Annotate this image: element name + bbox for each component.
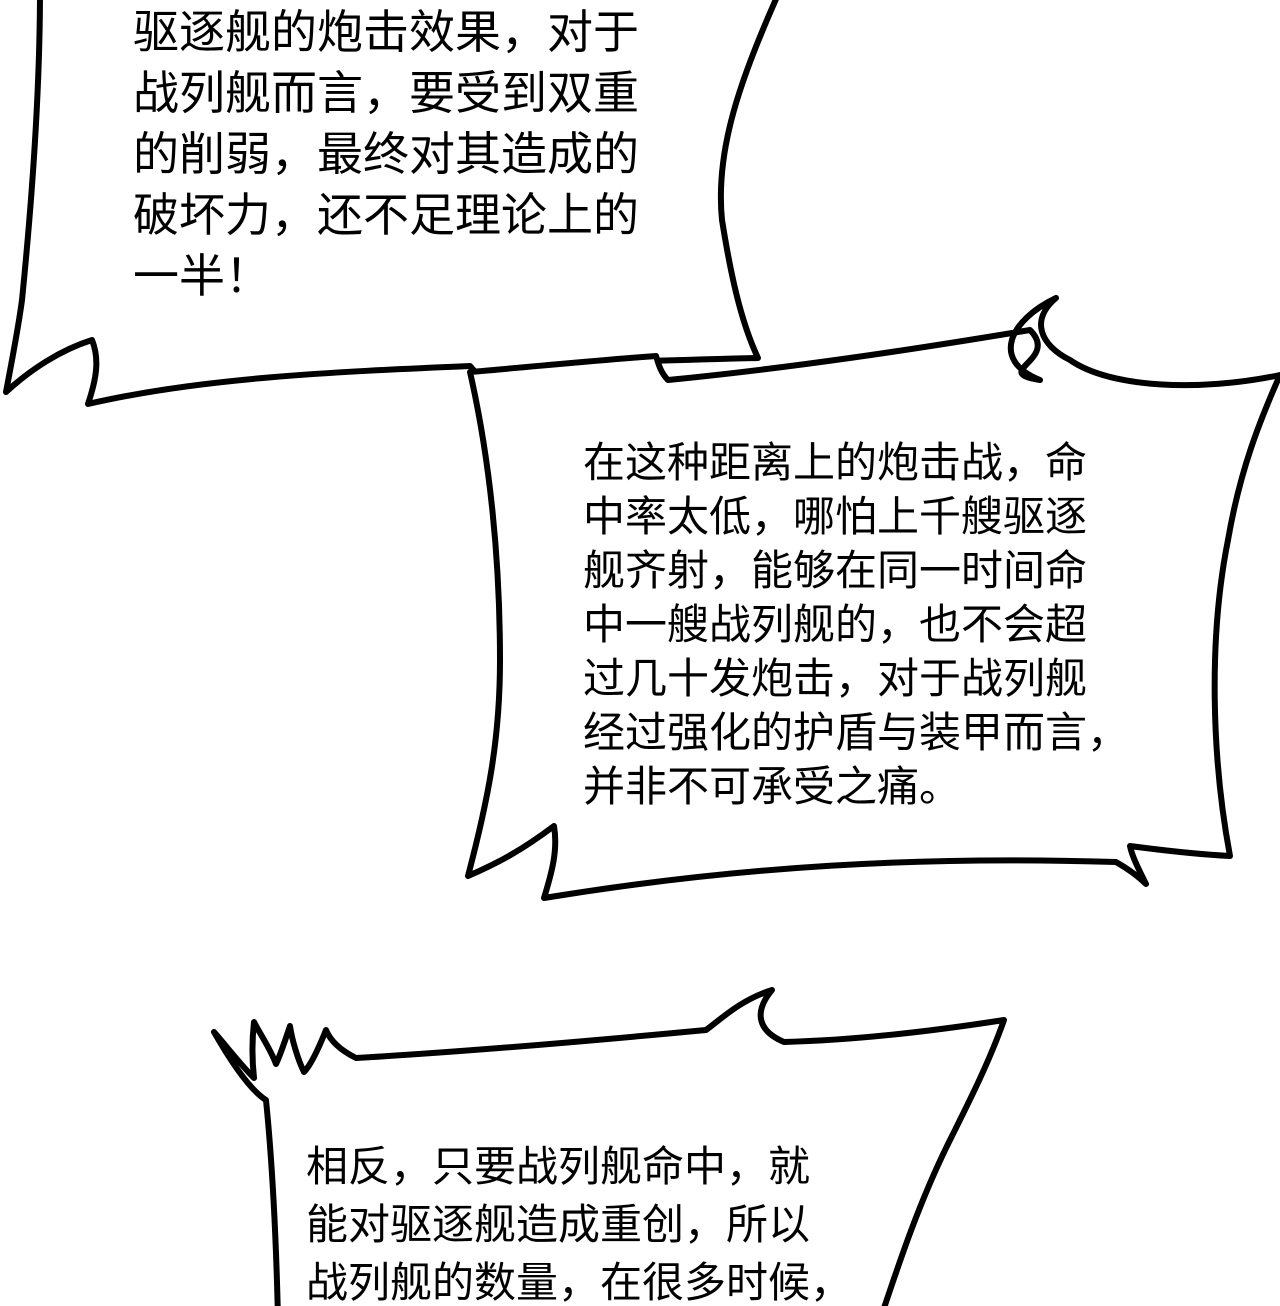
bubble-1-line: 驱逐舰的炮击效果，对于 bbox=[133, 5, 639, 59]
bubble-2-line: 经过强化的护盾与装甲而言， bbox=[583, 708, 1130, 757]
bubble-3-line: 相反，只要战列舰命中，就 bbox=[306, 1142, 811, 1191]
bubble-3-text: 相反，只要战列舰命中，就 能对驱逐舰造成重创，所以 战列舰的数量，在很多时候， bbox=[306, 1138, 852, 1306]
bubble-1-text: 驱逐舰的炮击效果，对于 战列舰而言，要受到双重 的削弱，最终对其造成的 破坏力，… bbox=[133, 2, 639, 307]
bubble-2-text: 在这种距离上的炮击战，命 中率太低，哪怕上千艘驱逐 舰齐射，能够在同一时间命 中… bbox=[583, 436, 1129, 814]
speech-bubble-2 bbox=[465, 295, 1280, 901]
bubble-3-line: 战列舰的数量，在很多时候， bbox=[306, 1258, 853, 1306]
bubble-2-line: 过几十发炮击，对于战列舰 bbox=[583, 654, 1088, 703]
bubble-2-line: 中率太低，哪怕上千艘驱逐 bbox=[583, 492, 1088, 541]
bubble-2-line: 舰齐射，能够在同一时间命 bbox=[583, 546, 1088, 595]
speech-bubble-3 bbox=[211, 987, 1007, 1306]
bubble-2-line: 在这种距离上的炮击战，命 bbox=[583, 438, 1088, 487]
bubble-2-line: 并非不可承受之痛。 bbox=[583, 762, 962, 811]
speech-bubble-1 bbox=[3, 0, 779, 443]
bubble-1-line: 的削弱，最终对其造成的 bbox=[133, 127, 639, 181]
bubble-1-line: 战列舰而言，要受到双重 bbox=[133, 66, 639, 120]
bubble-2-line: 中一艘战列舰的，也不会超 bbox=[583, 600, 1088, 649]
bubble-1-line: 破坏力，还不足理论上的 bbox=[133, 188, 639, 242]
bubble-1-line: 一半！ bbox=[133, 249, 271, 303]
bubble-3-line: 能对驱逐舰造成重创，所以 bbox=[306, 1200, 811, 1249]
